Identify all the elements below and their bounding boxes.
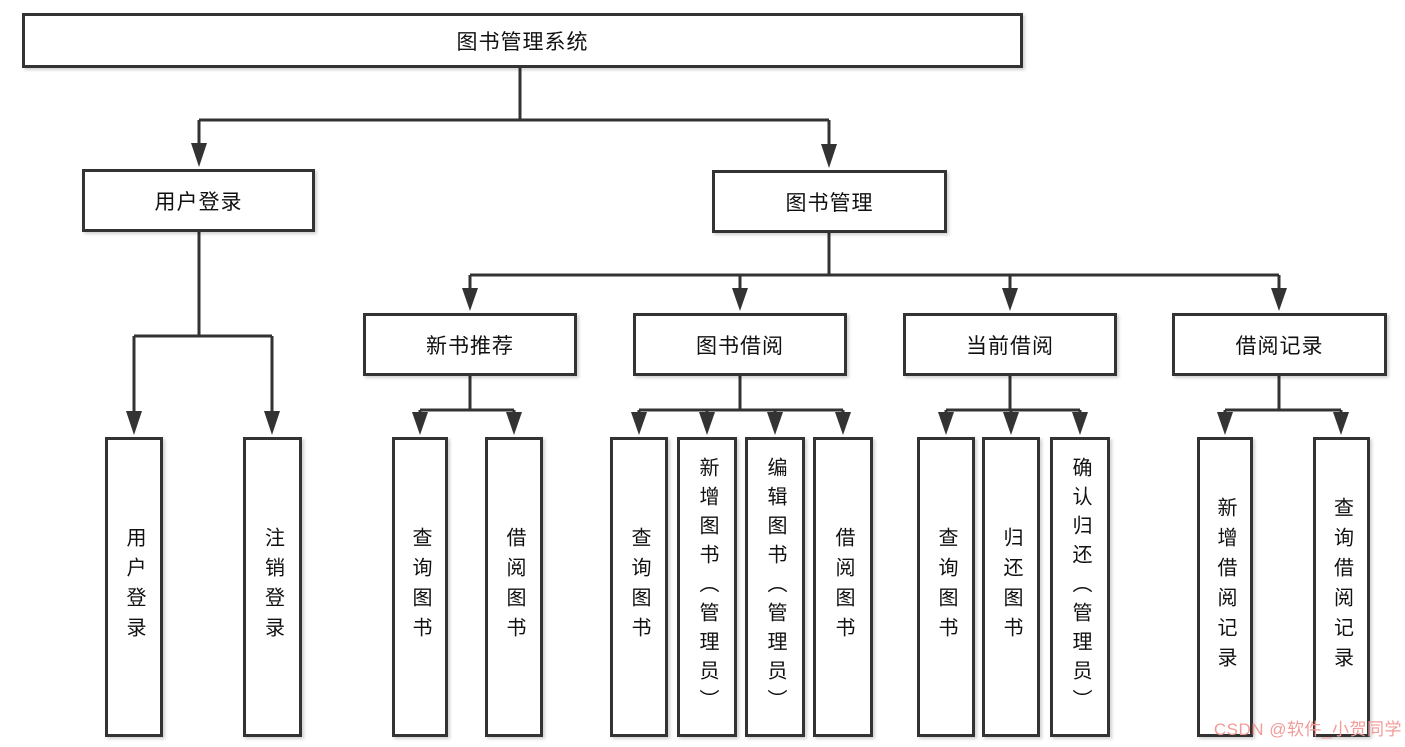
leaf-borrow-books-recommend: 借阅图书 (485, 437, 543, 737)
leaf-label: 查询图书 (409, 527, 431, 647)
leaf-label: 新增借阅记录 (1214, 497, 1236, 677)
leaf-label: 查询图书 (628, 527, 650, 647)
leaf-user-login: 用户登录 (105, 437, 163, 737)
leaf-edit-book-admin: 编辑图书（管理员） (745, 437, 805, 737)
leaf-query-books-borrow: 查询图书 (610, 437, 668, 737)
leaf-label: 归还图书 (1000, 527, 1022, 647)
leaf-label: 借阅图书 (832, 527, 854, 647)
node-root: 图书管理系统 (22, 13, 1023, 68)
arrowhead-icons (126, 143, 1349, 435)
leaf-label: 确认归还（管理员） (1069, 456, 1091, 718)
leaf-add-book-admin: 新增图书（管理员） (677, 437, 737, 737)
leaf-confirm-return-admin: 确认归还（管理员） (1050, 437, 1110, 737)
leaf-return-book: 归还图书 (982, 437, 1040, 737)
node-new-book-recommend: 新书推荐 (363, 313, 577, 376)
leaf-label: 新增图书（管理员） (696, 456, 718, 718)
node-book-borrow: 图书借阅 (633, 313, 847, 376)
leaf-label: 注销登录 (261, 527, 284, 647)
leaf-query-books-current: 查询图书 (917, 437, 975, 737)
leaf-borrow-book: 借阅图书 (813, 437, 873, 737)
leaf-label: 查询图书 (935, 527, 957, 647)
node-book-management-branch: 图书管理 (712, 170, 947, 233)
node-current-borrow: 当前借阅 (903, 313, 1117, 376)
leaf-query-borrow-record: 查询借阅记录 (1313, 437, 1370, 737)
leaf-label: 编辑图书（管理员） (764, 456, 786, 718)
leaf-logout: 注销登录 (243, 437, 302, 737)
leaf-add-borrow-record: 新增借阅记录 (1197, 437, 1253, 737)
leaf-label: 借阅图书 (503, 527, 525, 647)
node-borrow-records: 借阅记录 (1172, 313, 1387, 376)
leaf-label: 查询借阅记录 (1330, 497, 1353, 677)
node-user-login-branch: 用户登录 (82, 169, 315, 232)
leaf-label: 用户登录 (123, 527, 145, 647)
leaf-query-books-recommend: 查询图书 (392, 437, 448, 737)
